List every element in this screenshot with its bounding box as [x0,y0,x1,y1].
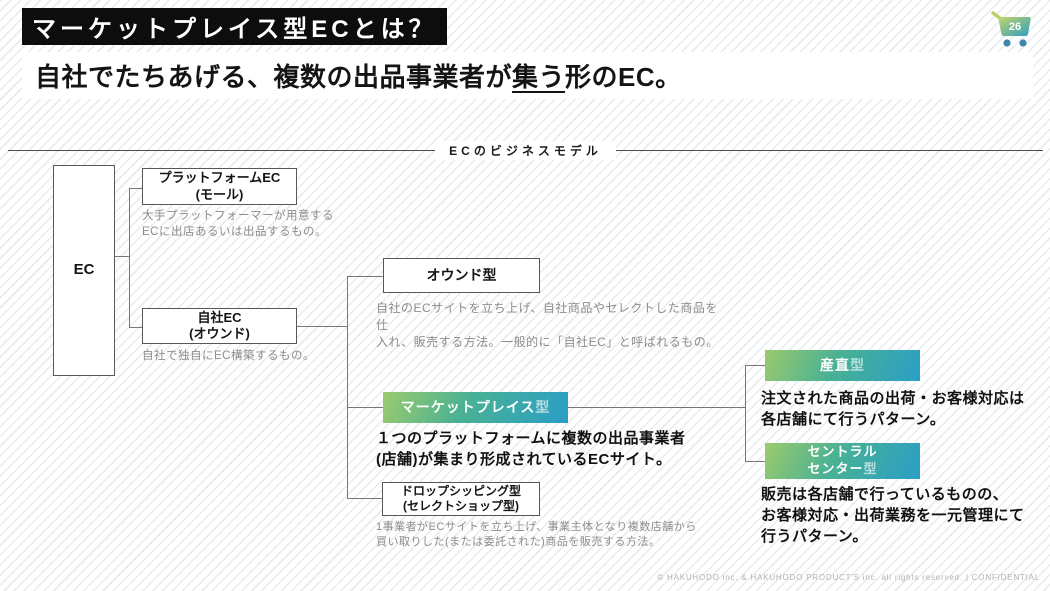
connector-ec-trunk [115,256,129,257]
node-marketplace-type: マーケットプレイス型 [383,392,568,423]
node-own-company-ec: 自社EC (オウンド) [142,308,297,344]
section-divider: ECのビジネスモデル [8,140,1044,160]
desc-direct-type: 注文された商品の出荷・お客様対応は 各店舗にて行うパターン。 [761,390,1025,428]
connector-to-platform [129,188,143,189]
node-platform-ec: プラットフォームEC (モール) [142,168,297,205]
connector-marketplace-vertical [745,365,746,462]
desc-dropshipping-type: 1事業者がECサイトを立ち上げ、事業主体となり複数店舗から 買い取りした(または… [376,521,697,549]
desc-platform-ec: 大手プラットフォーマーが用意する ECに出店あるいは出品するもの。 [142,210,334,239]
page-number: 26 [1009,21,1021,33]
footer-copyright: © HAKUHODO inc. & HAKUHODO PRODUCT'S inc… [657,573,1040,582]
node-own-company-ec-title: 自社EC [197,309,242,325]
node-direct-type-suffix: 型 [850,356,865,373]
subtitle-pre: 自社でたちあげる、複数の出品事業者が [35,62,513,92]
cart-icon: 26 [991,11,1031,47]
node-dropshipping-type-subtitle: (セレクトショップ型) [403,499,519,513]
divider-line-right [615,149,1044,151]
node-owned-type-title: オウンド型 [426,266,497,283]
section-label: ECのビジネスモデル [435,140,616,160]
divider-line-left [8,149,436,151]
connector-to-central [745,461,765,462]
connector-to-direct [745,365,765,366]
slide-subtitle: 自社でたちあげる、複数の出品事業者が集う形のEC。 [22,57,682,94]
node-marketplace-type-label: マーケットプレイス [400,398,536,415]
node-platform-ec-subtitle: (モール) [195,186,244,202]
node-dropshipping-type-title: ドロップシッピング型 [400,484,521,498]
slide-title-text: マーケットプレイス型ECとは？ [32,16,437,43]
connector-to-marketplace [347,407,383,408]
node-ec: EC [53,165,115,376]
connector-to-dropshipping [347,498,382,499]
node-central-type-suffix: 型 [863,461,878,476]
node-central-type-line2: センター [807,461,864,476]
node-central-type-line1: セントラル [807,444,878,460]
connector-ownec-vertical [347,276,348,499]
connector-ownec-trunk [297,326,347,327]
node-direct-type-label: 産直 [820,356,850,373]
node-own-company-ec-subtitle: (オウンド) [189,326,250,341]
node-dropshipping-type: ドロップシッピング型 (セレクトショップ型) [382,482,540,516]
node-ec-label: EC [73,261,95,279]
desc-central-type: 販売は各店舗で行っているものの、 お客様対応・出荷業務を一元管理にて 行うパター… [761,486,1025,545]
connector-to-owned [347,276,383,277]
node-central-type: セントラル センター型 [765,443,920,479]
slide-title: マーケットプレイス型ECとは？ [22,8,447,45]
subtitle-band: 自社でたちあげる、複数の出品事業者が集う形のEC。 [22,52,1033,99]
node-platform-ec-title: プラットフォームEC [158,170,281,186]
desc-owned-type: 自社のECサイトを立ち上げ、自社商品やセレクトした商品を仕 入れ、販売する方法。… [376,301,719,349]
desc-own-company-ec: 自社で独自にEC構築するもの。 [142,350,315,362]
node-direct-type: 産直型 [765,350,920,381]
connector-ec-vertical [129,188,130,327]
desc-marketplace-type: １つのプラットフォームに複数の出品事業者 (店舗)が集まり形成されているECサイ… [376,430,686,468]
connector-to-own-ec [129,327,143,328]
node-marketplace-type-suffix: 型 [535,398,551,415]
connector-marketplace-trunk [568,407,745,408]
subtitle-post: 形のEC。 [565,62,682,92]
subtitle-underlined: 集う [512,62,566,92]
node-owned-type: オウンド型 [383,258,540,293]
